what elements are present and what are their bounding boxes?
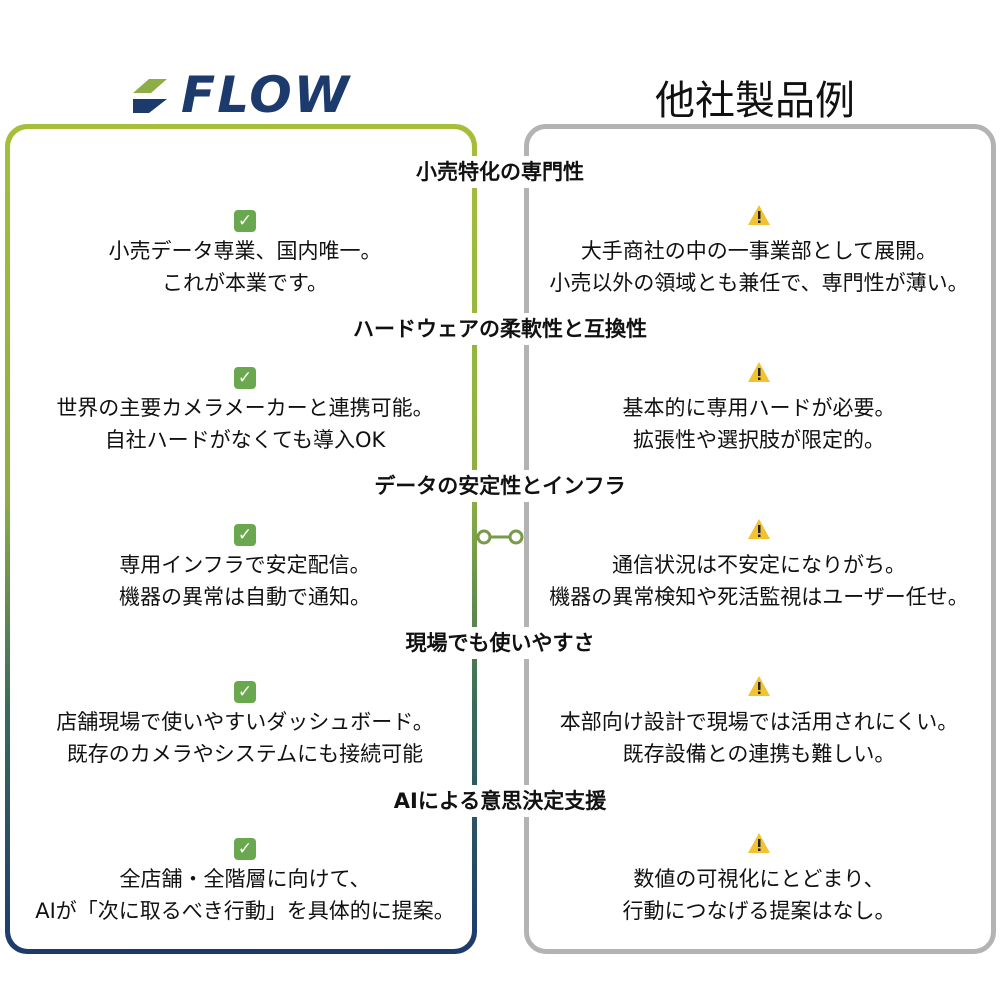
flow-cell-1: ✓ 小売データ専業、国内唯一。 これが本業です。 (108, 210, 382, 295)
warning-icon (748, 833, 770, 853)
flow-logo-text: FLOW (181, 66, 351, 124)
flow-cell-2: ✓ 世界の主要カメラメーカーと連携可能。 自社ハードがなくても導入OK (56, 367, 434, 452)
section-title-1: 小売特化の専門性 (0, 156, 1000, 188)
other-cell-4: 本部向け設計で現場では活用されにくい。 既存設備との連携も難しい。 (528, 674, 990, 770)
check-icon: ✓ (234, 210, 256, 232)
flow-logo-icon (133, 79, 168, 113)
section-title-4: 現場でも使いやすさ (0, 627, 1000, 659)
warning-icon (748, 362, 770, 382)
warning-icon (748, 676, 770, 696)
section-title-5: AIによる意思決定支援 (0, 785, 1000, 817)
warning-icon (748, 205, 770, 225)
flow-cell-3: ✓ 専用インフラで安定配信。 機器の異常は自動で通知。 (119, 524, 371, 609)
section-title-2: ハードウェアの柔軟性と互換性 (0, 313, 1000, 345)
flow-cell-4: ✓ 店舗現場で使いやすいダッシュボード。 既存のカメラやシステムにも接続可能 (56, 681, 434, 766)
other-title: 他社製品例 (655, 78, 855, 124)
other-cell-5: 数値の可視化にとどまり、 行動につなげる提案はなし。 (528, 831, 990, 927)
other-cell-1: 大手商社の中の一事業部として展開。 小売以外の領域とも兼任で、専門性が薄い。 (528, 203, 990, 299)
link-icon (476, 529, 524, 545)
flow-cell-5: ✓ 全店舗・全階層に向けて、 AIが「次に取るべき行動」を具体的に提案。 (35, 838, 455, 923)
other-cell-3: 通信状況は不安定になりがち。 機器の異常検知や死活監視はユーザー任せ。 (528, 517, 990, 613)
check-icon: ✓ (234, 367, 256, 389)
other-cell-2: 基本的に専用ハードが必要。 拡張性や選択肢が限定的。 (528, 360, 990, 456)
warning-icon (748, 519, 770, 539)
flow-logo: FLOW (0, 66, 480, 124)
section-title-3: データの安定性とインフラ (0, 470, 1000, 502)
check-icon: ✓ (234, 524, 256, 546)
check-icon: ✓ (234, 838, 256, 860)
check-icon: ✓ (234, 681, 256, 703)
